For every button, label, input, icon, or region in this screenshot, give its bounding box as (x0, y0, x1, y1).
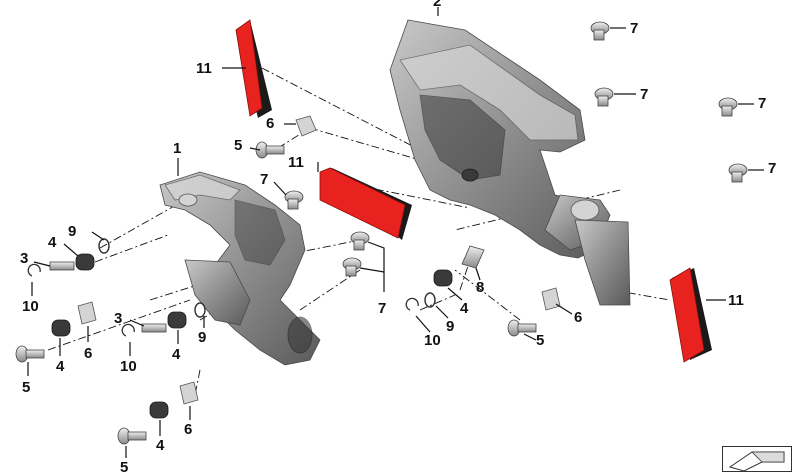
clip-6-left-low (179, 381, 199, 405)
callout-10-a: 10 (22, 298, 39, 315)
callout-6-top: 6 (266, 115, 275, 132)
callout-3-b: 3 (114, 310, 123, 327)
callout-7-d: 7 (768, 160, 777, 177)
screw-7-b (594, 87, 614, 107)
screw-7-d (728, 163, 748, 183)
washer-9-c (424, 292, 436, 308)
leader-lines (27, 7, 764, 458)
callout-2: 2 (433, 0, 442, 10)
circlip-10-a (27, 263, 41, 277)
circlip-10-b (121, 323, 135, 337)
callout-7-e: 7 (260, 171, 269, 188)
callout-7-c: 7 (758, 95, 767, 112)
bracket-left (159, 171, 321, 366)
bolt-5-left (15, 345, 45, 363)
screw-7-c (718, 97, 738, 117)
reflector-top-left (235, 19, 272, 118)
screw-7-f (350, 231, 370, 251)
bracket-right (389, 19, 631, 306)
screw-7-e (284, 190, 304, 210)
callout-5-left: 5 (22, 379, 31, 396)
callout-4-a: 4 (48, 234, 57, 251)
reflector-right (669, 267, 712, 363)
clip-6-top (295, 115, 317, 137)
callout-10-b: 10 (120, 358, 137, 375)
bushing-4-b (51, 319, 71, 337)
callout-9-b: 9 (198, 329, 207, 346)
washer-9-a (98, 238, 110, 254)
callout-9-c: 9 (446, 318, 455, 335)
callout-11-middle: 11 (288, 154, 304, 171)
callout-7-b: 7 (640, 86, 649, 103)
bushing-4-e (433, 269, 453, 287)
callout-6-left-mid: 6 (84, 345, 93, 362)
screw-7-a (590, 21, 610, 41)
washer-9-b (194, 302, 206, 318)
callout-4-c: 4 (172, 346, 181, 363)
reflector-middle (319, 167, 412, 240)
circlip-10-c (405, 297, 419, 311)
callout-4-e: 4 (460, 300, 469, 317)
callout-5-bottom: 5 (120, 459, 129, 476)
callout-3-a: 3 (20, 250, 29, 267)
callout-5-right: 5 (536, 332, 545, 349)
callout-9-a: 9 (68, 223, 77, 240)
sleeve-8 (461, 245, 485, 269)
spacer-3-b (141, 323, 167, 333)
callout-5-top: 5 (234, 137, 243, 154)
bushing-4-a (75, 253, 95, 271)
callout-4-d: 4 (156, 437, 165, 454)
spacer-3-a (49, 261, 75, 271)
callout-11-right: 11 (728, 292, 744, 309)
callout-10-c: 10 (424, 332, 441, 349)
callout-8: 8 (476, 279, 485, 296)
clip-6-right (541, 287, 561, 311)
callout-1: 1 (173, 140, 182, 157)
callout-6-left-low: 6 (184, 421, 193, 438)
navigation-button[interactable] (722, 446, 792, 472)
callout-4-b: 4 (56, 358, 65, 375)
bolt-5-top (255, 141, 285, 159)
screw-7-g (342, 257, 362, 277)
callout-11-top: 11 (196, 60, 212, 77)
bolt-5-bottom (117, 427, 147, 445)
bushing-4-d (149, 401, 169, 419)
callout-6-right: 6 (574, 309, 583, 326)
bushing-4-c (167, 311, 187, 329)
clip-6-left-mid (77, 301, 97, 325)
callout-7-f: 7 (378, 300, 387, 317)
bolt-5-right (507, 319, 537, 337)
callout-7-a: 7 (630, 20, 639, 37)
